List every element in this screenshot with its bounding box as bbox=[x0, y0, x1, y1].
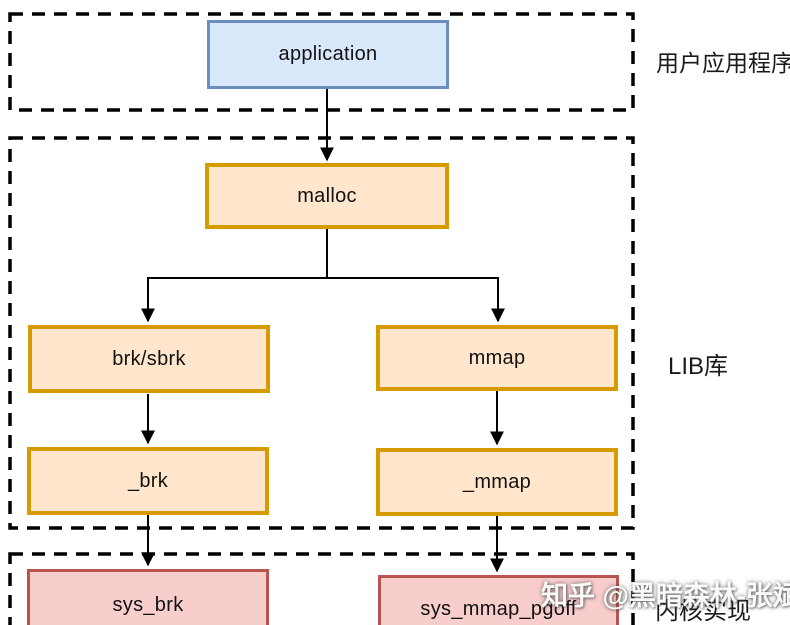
layer-label-lib: LIB库 bbox=[668, 353, 729, 380]
node-application: application bbox=[207, 20, 449, 89]
node-mmap: mmap bbox=[376, 325, 618, 391]
node-malloc: malloc bbox=[205, 163, 449, 229]
node-sys-mmap-pgoff-label: sys_mmap_pgoff bbox=[420, 597, 577, 620]
node-brk-sbrk: brk/sbrk bbox=[28, 325, 270, 393]
node-underscore-brk: _brk bbox=[27, 447, 269, 515]
node-sys-brk-label: sys_brk bbox=[112, 593, 184, 616]
node-brk-sbrk-label: brk/sbrk bbox=[112, 347, 186, 370]
layer-label-kernel: 内核实现 bbox=[655, 598, 751, 625]
node-sys-brk: sys_brk bbox=[27, 569, 269, 625]
node-application-label: application bbox=[278, 43, 378, 65]
node-underscore-mmap: _mmap bbox=[376, 448, 618, 516]
node-malloc-label: malloc bbox=[297, 184, 357, 207]
node-mmap-label: mmap bbox=[468, 346, 526, 369]
layer-label-user-application: 用户应用程序 bbox=[656, 50, 790, 76]
node-sys-mmap-pgoff: sys_mmap_pgoff bbox=[378, 575, 619, 625]
node-underscore-mmap-label: _mmap bbox=[462, 470, 532, 493]
node-underscore-brk-label: _brk bbox=[127, 469, 169, 492]
zhihu-watermark: 知乎 @黑暗森林-张斌 bbox=[541, 581, 790, 611]
